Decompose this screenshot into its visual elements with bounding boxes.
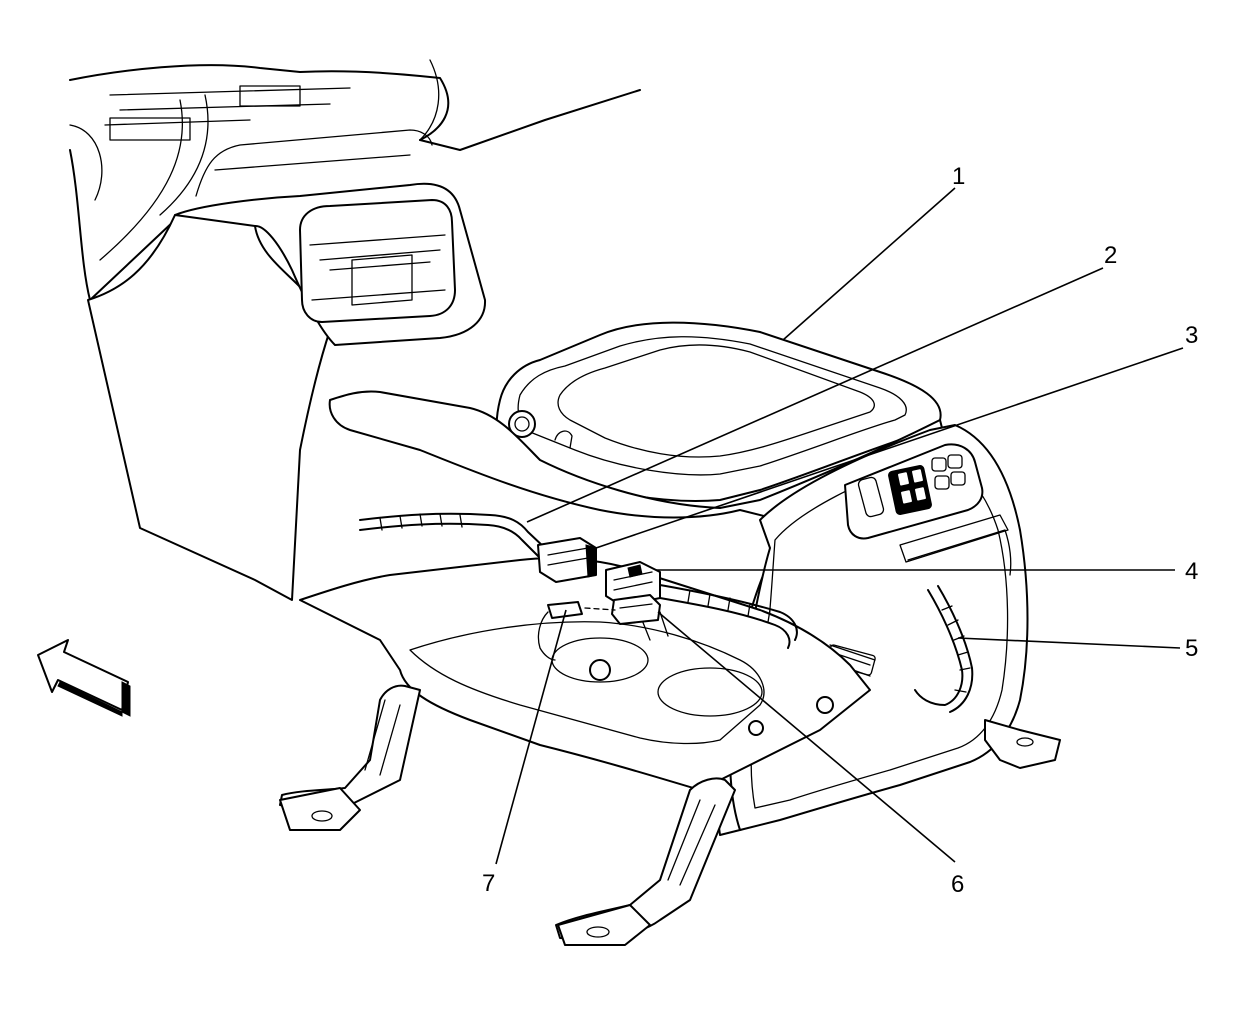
callout-2: 2 <box>1104 242 1117 269</box>
front-console-body <box>87 129 487 601</box>
wiring-harness <box>359 512 974 713</box>
callout-3: 3 <box>1185 322 1198 349</box>
connector-6-icon <box>611 594 661 625</box>
callout-7: 7 <box>482 870 495 897</box>
callouts: 1 2 3 4 5 6 7 <box>482 163 1198 898</box>
callout-4: 4 <box>1185 558 1198 585</box>
callout-6: 6 <box>951 871 964 898</box>
console-base-tray <box>299 557 871 791</box>
connector-7-icon <box>547 601 583 619</box>
connector-2-icon <box>537 537 597 583</box>
instrument-panel <box>69 59 641 301</box>
forward-direction-arrow-icon <box>37 639 131 717</box>
callout-5: 5 <box>1185 635 1198 662</box>
mounting-brackets <box>279 684 1061 946</box>
callout-1: 1 <box>952 163 965 190</box>
leader-lines <box>495 187 1184 865</box>
